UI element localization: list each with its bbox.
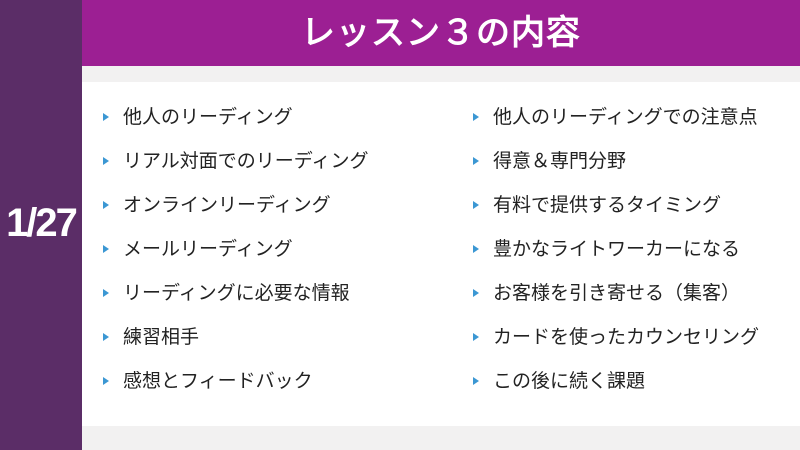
top-band [82,66,800,82]
list-item-label: お客様を引き寄せる（集客） [493,282,741,304]
bullet-triangle-icon [103,245,109,253]
header-bar: レッスン３の内容 [82,0,800,66]
bottom-band [82,426,800,450]
list-item: 豊かなライトワーカーになる [473,227,793,271]
bullet-triangle-icon [473,113,479,121]
list-item-label: 豊かなライトワーカーになる [493,238,741,260]
list-item-label: リアル対面でのリーディング [123,150,369,172]
bullet-triangle-icon [473,377,479,385]
list-item: リーディングに必要な情報 [103,271,443,315]
list-item: 他人のリーディングでの注意点 [473,95,793,139]
slide-title: レッスン３の内容 [301,13,581,53]
list-item-label: リーディングに必要な情報 [123,282,350,304]
list-item-label: オンラインリーディング [123,194,331,216]
list-item: 有料で提供するタイミング [473,183,793,227]
page-number: 1/27 [6,201,78,245]
list-item-label: メールリーディング [123,238,293,260]
list-item: この後に続く課題 [473,359,793,403]
list-item-label: カードを使ったカウンセリング [493,326,760,348]
list-item: 感想とフィードバック [103,359,443,403]
bullet-triangle-icon [103,201,109,209]
list-item: メールリーディング [103,227,443,271]
bullet-triangle-icon [473,201,479,209]
bullet-triangle-icon [473,245,479,253]
bullet-triangle-icon [103,333,109,341]
list-item: 練習相手 [103,315,443,359]
right-bullet-list: 他人のリーディングでの注意点 得意＆専門分野 有料で提供するタイミング 豊かなラ… [473,95,793,403]
sidebar: 1/27 [0,0,82,450]
list-item-label: この後に続く課題 [493,370,646,392]
bullet-triangle-icon [473,157,479,165]
list-item-label: 有料で提供するタイミング [493,194,722,216]
left-bullet-list: 他人のリーディング リアル対面でのリーディング オンラインリーディング メールリ… [103,95,443,403]
list-item-label: 他人のリーディング [123,106,293,128]
list-item: 他人のリーディング [103,95,443,139]
bullet-triangle-icon [103,113,109,121]
list-item-label: 他人のリーディングでの注意点 [493,106,758,128]
bullet-triangle-icon [473,289,479,297]
bullet-triangle-icon [103,377,109,385]
list-item: リアル対面でのリーディング [103,139,443,183]
bullet-triangle-icon [103,157,109,165]
list-item-label: 練習相手 [123,326,200,348]
list-item-label: 感想とフィードバック [123,370,313,392]
bullet-triangle-icon [103,289,109,297]
list-item: オンラインリーディング [103,183,443,227]
list-item: カードを使ったカウンセリング [473,315,793,359]
list-item-label: 得意＆専門分野 [493,150,627,172]
list-item: お客様を引き寄せる（集客） [473,271,793,315]
list-item: 得意＆専門分野 [473,139,793,183]
bullet-triangle-icon [473,333,479,341]
